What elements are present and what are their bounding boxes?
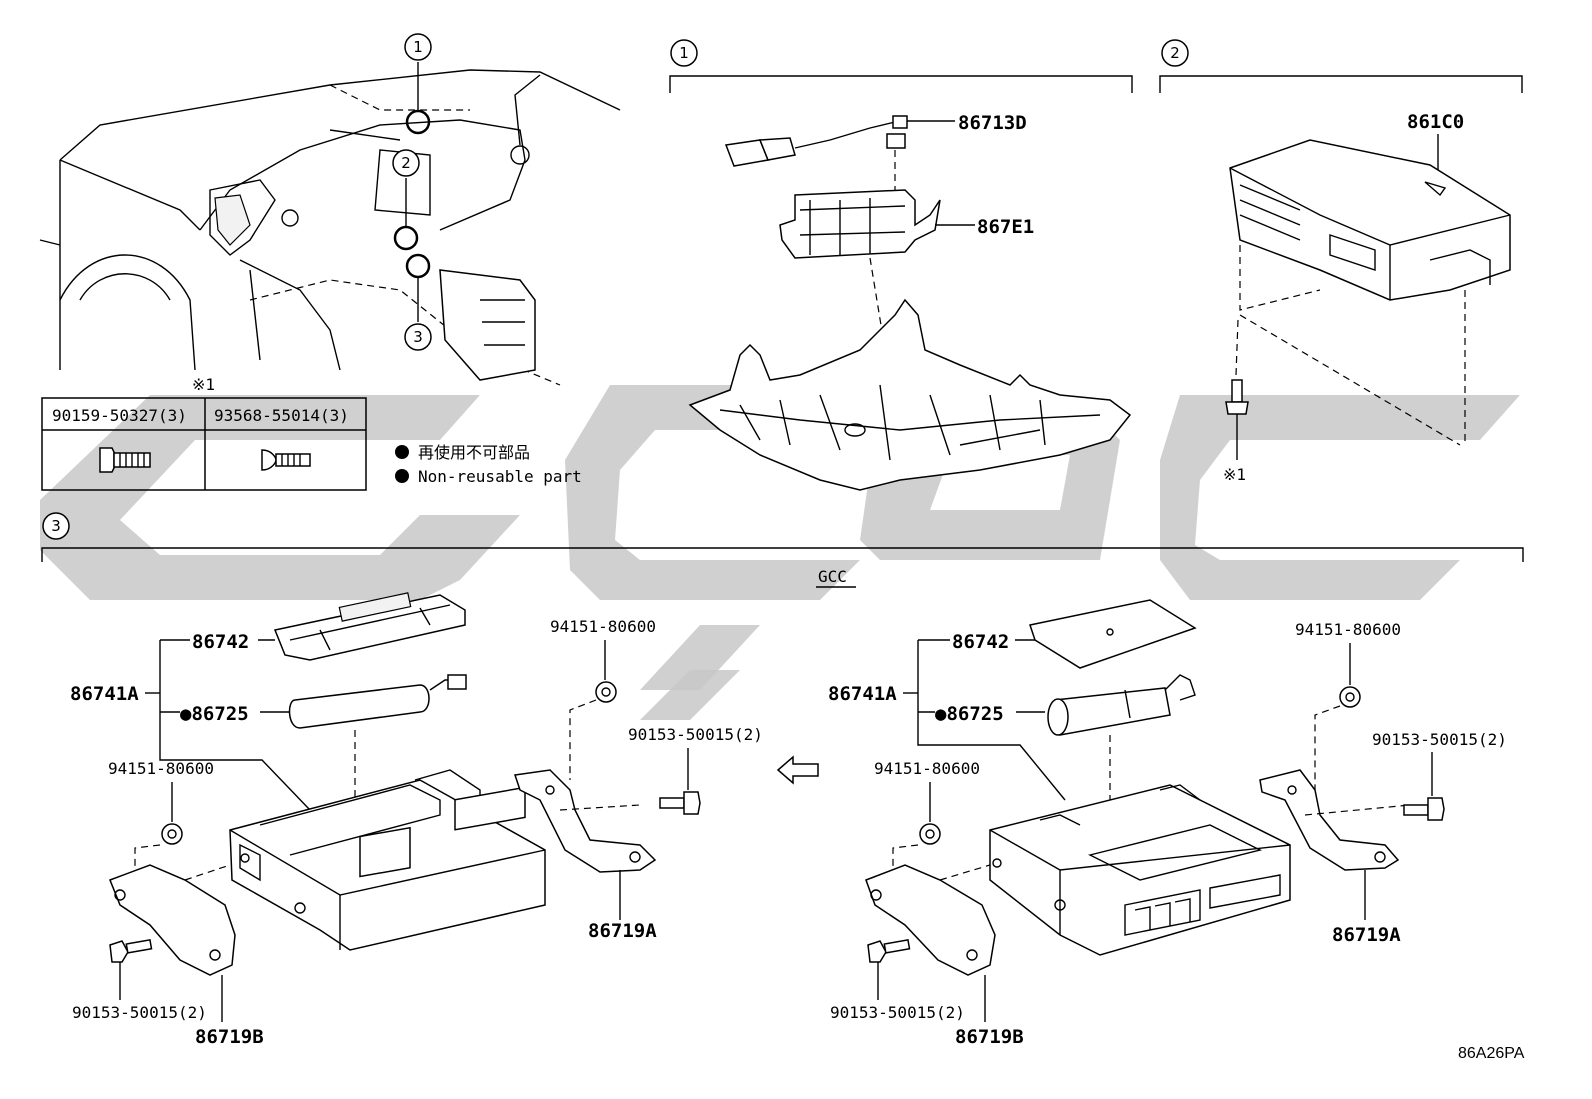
location-marker-1 [405,109,431,135]
callout-3-label: 3 [413,328,423,346]
label-94151-top-right[interactable]: 94151-80600 [1295,620,1401,639]
section-2-marker-label: 2 [1170,44,1180,62]
note-mark-1: ※1 [1223,465,1246,484]
label-94151-top-left[interactable]: 94151-80600 [550,617,656,636]
bracket-86719A-right [1259,769,1400,871]
label-86713D[interactable]: 86713D [958,112,1027,134]
label-90153-right-right[interactable]: 90153-50015(2) [1372,730,1507,749]
callout-2[interactable] [392,149,420,177]
bracket-86719A-left [514,769,657,873]
callout-3[interactable] [404,323,432,351]
right-assembly: 86742 86741A ●86725 94151-80600 [828,599,1507,1048]
label-86719B-right[interactable]: 86719B [955,1026,1024,1048]
label-90153-right-left[interactable]: 90153-50015(2) [628,725,763,744]
legend-jp-text: 再使用不可部品 [418,443,530,462]
label-90153-left-left[interactable]: 90153-50015(2) [72,1003,207,1022]
ecu-861C0 [1229,139,1511,301]
cover-86742-left [273,594,466,661]
console-base [688,298,1132,491]
callout-1-label: 1 [413,38,423,56]
bolt-icon-right-left [659,791,701,815]
gateway-ecu-left [229,769,546,951]
left-assembly: 86742 86741A ●86725 94151-80600 [70,592,763,1048]
label-86741A-right[interactable]: 86741A [828,683,897,705]
label-86742-right[interactable]: 86742 [952,631,1009,653]
location-marker-2 [393,225,419,251]
note-table: ※1 90159-50327(3) 93568-55014(3) [41,375,367,491]
label-861C0[interactable]: 861C0 [1407,111,1464,133]
label-86742-left[interactable]: 86742 [192,631,249,653]
label-86719A-left[interactable]: 86719A [588,920,657,942]
screw-part-number: 93568-55014(3) [214,406,349,425]
bracket-86719B-right [865,864,996,976]
clip-left-right [919,823,941,845]
section-3-marker [42,512,70,540]
module-867E1 [779,189,941,259]
vehicle-callouts: 1 2 3 [392,33,432,351]
bolt-icon-left-right [867,939,911,963]
label-86741A-left[interactable]: 86741A [70,683,139,705]
section-2-marker [1161,39,1189,67]
section-1-marker-label: 1 [679,44,689,62]
section-3: 3 GCC [41,512,1524,785]
callout-2-label: 2 [401,154,411,172]
screw-icon [261,449,311,471]
label-86725-left[interactable]: ●86725 [180,703,249,725]
section-3-marker-label: 3 [51,517,61,535]
bracket-86719B-left [109,864,236,976]
label-90153-left-right[interactable]: 90153-50015(2) [830,1003,965,1022]
bolt-icon-right-right [1403,797,1445,821]
section-1-marker [670,39,698,67]
antenna-harness [724,115,955,167]
clip-top-right [1339,686,1361,708]
battery-86725-left [288,684,430,729]
bolt-part-number: 90159-50327(3) [52,406,187,425]
clip-left-left [161,823,183,845]
note-table-mark: ※1 [192,375,215,394]
label-94151-left-right[interactable]: 94151-80600 [874,759,980,778]
label-86725-right[interactable]: ●86725 [935,703,1004,725]
bolt-icon [99,447,151,473]
view-direction-arrow-icon [776,755,819,785]
non-reusable-dot-icon [395,445,409,459]
non-reusable-dot-icon-2 [395,469,409,483]
section-1: 1 86713D 867E1 [669,39,1133,491]
callout-1[interactable] [404,33,432,61]
legend-en-text: Non-reusable part [418,467,582,486]
vehicle-console-illustration [39,69,621,386]
label-86719A-right[interactable]: 86719A [1332,924,1401,946]
legend: 再使用不可部品 Non-reusable part [395,443,582,486]
label-94151-left-left[interactable]: 94151-80600 [108,759,214,778]
bolt-icon-section2 [1225,379,1249,415]
gcc-group-label: GCC [818,567,847,586]
gateway-ecu-right [989,784,1291,956]
bolt-icon-left-left [109,939,153,963]
diagram-id: 86A26PA [1458,1045,1525,1062]
clip-top-left [595,681,617,703]
label-867E1[interactable]: 867E1 [977,216,1034,238]
location-marker-3 [405,253,431,279]
label-86719B-left[interactable]: 86719B [195,1026,264,1048]
battery-86725-right [1054,687,1171,736]
section-2: 2 861C0 ※1 [1159,39,1523,484]
